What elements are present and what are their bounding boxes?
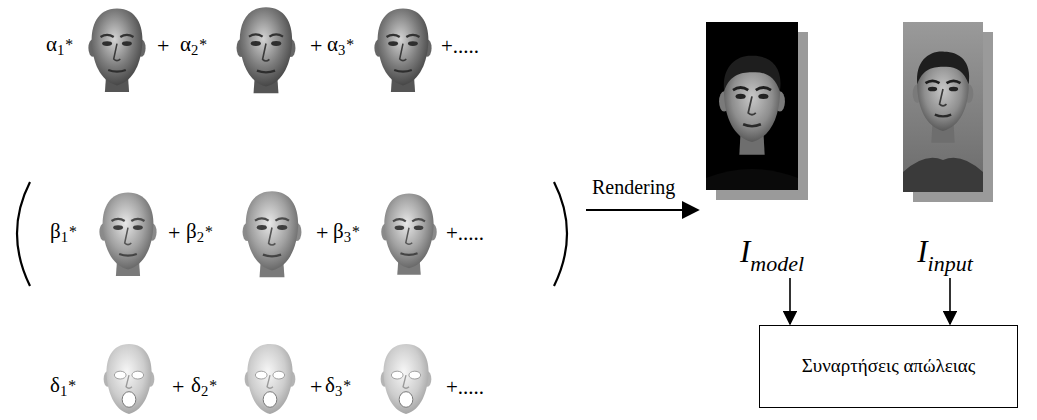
coefficient-label: + — [157, 35, 169, 57]
photo-jacket — [903, 158, 983, 192]
coefficient-label: + — [310, 35, 322, 57]
loss-box: Συναρτήσεις απώλειας — [759, 325, 1018, 408]
flow-arrow — [789, 278, 791, 324]
identity-face — [243, 191, 302, 277]
coefficient-label: + — [168, 222, 180, 244]
coefficient-label: δ3* — [325, 375, 351, 399]
image-label: Iinput — [917, 235, 973, 276]
coefficient-label: β2* — [186, 221, 213, 245]
coefficient-label: +..... — [441, 36, 479, 57]
rendering-arrow — [586, 209, 698, 211]
coefficient-label: + — [310, 376, 322, 398]
expression-face — [381, 344, 432, 414]
coefficient-label: + — [172, 376, 184, 398]
model-image-node: Imodel — [712, 14, 832, 276]
coefficient-label: α2* — [180, 34, 207, 58]
shape-face — [374, 8, 431, 92]
coefficient-label: α1* — [46, 34, 73, 58]
photo-face — [913, 52, 974, 143]
shape-face — [237, 7, 296, 93]
flow-arrow — [949, 278, 951, 324]
identity-face — [99, 192, 156, 276]
box-label: Συναρτήσεις απώλειας — [802, 356, 976, 377]
input-image — [903, 22, 983, 192]
model-image — [706, 22, 798, 190]
coefficient-label: + — [316, 222, 328, 244]
close-bracket — [554, 182, 567, 286]
expression-face — [245, 344, 296, 414]
coefficient-label: β1* — [50, 221, 77, 245]
expression-face — [104, 344, 155, 414]
coefficient-label: δ1* — [50, 375, 76, 399]
rendered-face — [719, 56, 785, 155]
coefficient-label: β3* — [333, 221, 360, 245]
open-bracket — [17, 182, 30, 286]
image-label: Imodel — [740, 235, 804, 276]
coefficient-label: α3* — [327, 34, 354, 58]
coefficient-label: +..... — [446, 223, 484, 244]
rendered-neck — [706, 169, 798, 190]
identity-face — [381, 194, 436, 275]
shape-face — [88, 8, 145, 92]
coefficient-label: δ2* — [191, 375, 217, 399]
arrow-label: Rendering — [592, 177, 675, 197]
input-image-node: Iinput — [893, 14, 997, 276]
coefficient-label: +..... — [446, 377, 484, 398]
